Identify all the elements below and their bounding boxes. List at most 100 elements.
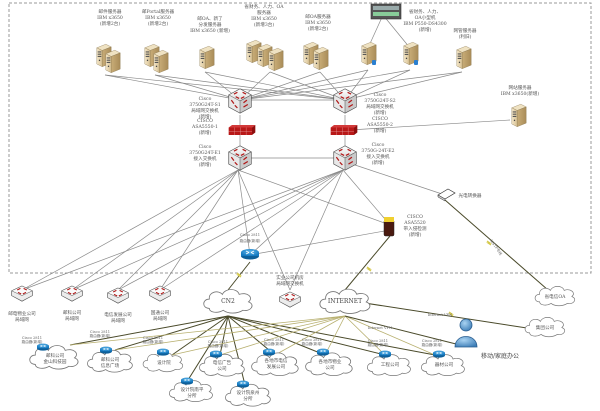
lan-switch-telecom-development: 电信发展公司 局域网 xyxy=(104,287,132,324)
svg-text:Cisco 2811: Cisco 2811 xyxy=(22,336,42,340)
branch-telecom-advertising: Cisco 2811 路由器(新增) 电信广告 公司 xyxy=(199,340,245,377)
person-icon xyxy=(459,318,473,332)
svg-text:工程公司: 工程公司 xyxy=(381,361,400,368)
lan-switch-youke: 邮科公司 局域网 xyxy=(61,285,83,322)
cloud-provincial-telecom-oa: 省电信OA xyxy=(534,286,576,307)
svg-text:IBM x3650: IBM x3650 xyxy=(251,16,277,22)
svg-text:Cisco: Cisco xyxy=(374,92,387,98)
svg-text:(新增): (新增) xyxy=(199,129,212,136)
lan-switch-guotong: 国通公司 局域网 xyxy=(149,285,171,322)
svg-text:路由器(新增): 路由器(新增) xyxy=(302,341,323,346)
svg-text:(新增): (新增) xyxy=(374,127,387,134)
svg-text:电信发展公司: 电信发展公司 xyxy=(104,311,132,318)
server-links xyxy=(104,14,511,196)
svg-text:3750G24T-S1: 3750G24T-S1 xyxy=(189,102,220,108)
svg-text:器材公司: 器材公司 xyxy=(435,361,454,368)
svg-text:路由器(新增): 路由器(新增) xyxy=(264,341,285,346)
svg-text:服务器: 服务器 xyxy=(257,9,271,16)
svg-text:路由器(新增): 路由器(新增) xyxy=(240,238,261,243)
svg-text:Cisco 2811: Cisco 2811 xyxy=(422,339,442,343)
svg-text:ASA5550-2: ASA5550-2 xyxy=(366,122,393,128)
branch-city-telecom-development: Cisco 2811 路由器(新增) 各地市电信 发展公司 xyxy=(251,338,299,377)
branch-youke-info-plaza: Cisco 2811 路由器(新增) 邮科公司 信息广场 xyxy=(87,330,133,373)
cloud-cn2: CN2 xyxy=(203,289,253,314)
internal-network-boundary xyxy=(8,2,592,274)
svg-text:设计院泉州: 设计院泉州 xyxy=(237,389,260,396)
svg-text:Cisco: Cisco xyxy=(372,142,385,148)
svg-text:分所: 分所 xyxy=(187,392,197,399)
svg-text:ASA5550-1: ASA5550-1 xyxy=(191,124,218,130)
svg-text:各地市物业: 各地市物业 xyxy=(319,358,342,365)
firewall-asa5550-1: CISCO ASA5550-1 (新增) xyxy=(191,118,256,136)
database-server-2 xyxy=(403,41,419,66)
network-mgmt-server: 网管服务器 (利旧) xyxy=(454,27,477,70)
svg-text:IBM x3650: IBM x3650 xyxy=(145,15,171,21)
branch-design-institute: Cisco 2811 路由器(新增) 设计院 xyxy=(143,336,184,373)
svg-text:分发服务器: 分发服务器 xyxy=(199,21,222,28)
svg-text:(新增): (新增) xyxy=(199,161,212,168)
access-switch-e1: Cisco 3750G24T-E1 接入交换机 (新增) xyxy=(189,144,252,171)
firewall-asa5550-2: CISCO ASA5550-2 (新增) xyxy=(330,116,393,136)
svg-text:(新增): (新增) xyxy=(419,26,432,33)
svg-text:邮OA服务器: 邮OA服务器 xyxy=(305,13,331,20)
svg-text:3750G-24T-E2: 3750G-24T-E2 xyxy=(361,148,394,154)
svg-text:路由器(新增): 路由器(新增) xyxy=(422,342,443,347)
svg-text:设计院: 设计院 xyxy=(157,359,171,366)
svg-text:(新增): (新增) xyxy=(199,113,212,120)
svg-text:电信广告: 电信广告 xyxy=(213,359,232,366)
svg-text:邮科公司: 邮科公司 xyxy=(46,352,65,359)
svg-text:局域网交换机: 局域网交换机 xyxy=(366,103,394,110)
svg-text:(新增2台): (新增2台) xyxy=(308,25,328,32)
server-group-portal: 邮Portal服务器 IBM x3650 (新增2台) xyxy=(142,8,175,74)
svg-text:路由器(新增): 路由器(新增) xyxy=(208,343,229,348)
svg-text:局域网: 局域网 xyxy=(65,315,79,322)
wan-links xyxy=(69,199,549,386)
internet-vpn-label-2: Internet VPN xyxy=(368,326,392,330)
svg-text:带入侵检测: 带入侵检测 xyxy=(404,225,427,232)
svg-text:Cisco 2811: Cisco 2811 xyxy=(240,233,260,237)
access-links xyxy=(21,169,391,291)
svg-text:公司: 公司 xyxy=(325,365,335,371)
svg-text:设计院南平: 设计院南平 xyxy=(181,386,204,393)
branch-design-quanzhou: 设计院泉州 分所 xyxy=(225,380,271,407)
svg-text:国通公司: 国通公司 xyxy=(151,309,170,316)
mobile-home-office: 移动/家庭办公 xyxy=(454,318,519,360)
svg-text:IBM x3650: IBM x3650 xyxy=(97,15,123,21)
svg-text:CISCO: CISCO xyxy=(197,118,213,124)
svg-text:接入交换机: 接入交换机 xyxy=(194,155,217,162)
svg-text:路由器(新增): 路由器(新增) xyxy=(90,333,111,338)
svg-text:(新增): (新增) xyxy=(374,109,387,116)
internet-vpn-label: Internet VPN xyxy=(428,313,452,317)
server-group-finance-hr-oa: 省财务、人力、OA 服务器 IBM x3650 (新增3台) xyxy=(244,3,284,72)
svg-text:Cisco: Cisco xyxy=(199,144,212,150)
svg-text:局域网: 局域网 xyxy=(111,317,125,324)
svg-text:Cisco 2811: Cisco 2811 xyxy=(208,340,228,344)
svg-text:信息广场: 信息广场 xyxy=(101,362,120,369)
svg-text:Cisco 2811: Cisco 2811 xyxy=(264,338,284,342)
svg-text:Cisco 2811: Cisco 2811 xyxy=(302,338,322,342)
svg-text:发展公司: 发展公司 xyxy=(267,363,286,370)
svg-text:移动/家庭办公: 移动/家庭办公 xyxy=(481,352,519,360)
svg-text:金山科技园: 金山科技园 xyxy=(44,358,67,365)
lan-switch-s2: Cisco 3750G24T-S2 局域网交换机 (新增) xyxy=(333,88,396,116)
svg-text:邮Portal服务器: 邮Portal服务器 xyxy=(142,8,175,15)
database-icon xyxy=(414,60,418,65)
svg-text:路由器(新增): 路由器(新增) xyxy=(22,339,43,344)
mstp-label: MSTP专线 xyxy=(489,238,504,256)
ips-firewall: CISCO ASA5520 带入侵检测 (新增) xyxy=(383,214,427,238)
svg-text:Cisco 2811: Cisco 2811 xyxy=(143,336,163,340)
branch-city-property: Cisco 2811 路由器(新增) 各地市物业 公司 xyxy=(302,338,353,377)
svg-text:邮OA、新了: 邮OA、新了 xyxy=(197,15,223,22)
svg-text:3750G24T-S2: 3750G24T-S2 xyxy=(364,98,395,104)
lan-switch-youdian-property: 邮电物业公司 局域网 xyxy=(8,285,36,323)
svg-text:IBM x3650: IBM x3650 xyxy=(305,20,331,26)
server-group-oa-distribution: 邮OA、新了 分发服务器 IBM x3650 (新增) xyxy=(190,15,230,70)
storage-unit: 省财务、人力、 OA小型机 IBM P550-DS4300 (新增) xyxy=(370,3,447,33)
svg-text:局域网: 局域网 xyxy=(153,315,167,322)
svg-text:IBM P550-DS4300: IBM P550-DS4300 xyxy=(403,21,446,27)
svg-text:3750G24T-E1: 3750G24T-E1 xyxy=(189,150,221,156)
svg-text:(新增): (新增) xyxy=(372,159,385,166)
svg-text:网站服务器: 网站服务器 xyxy=(509,84,532,91)
svg-text:CISCO: CISCO xyxy=(407,214,423,220)
